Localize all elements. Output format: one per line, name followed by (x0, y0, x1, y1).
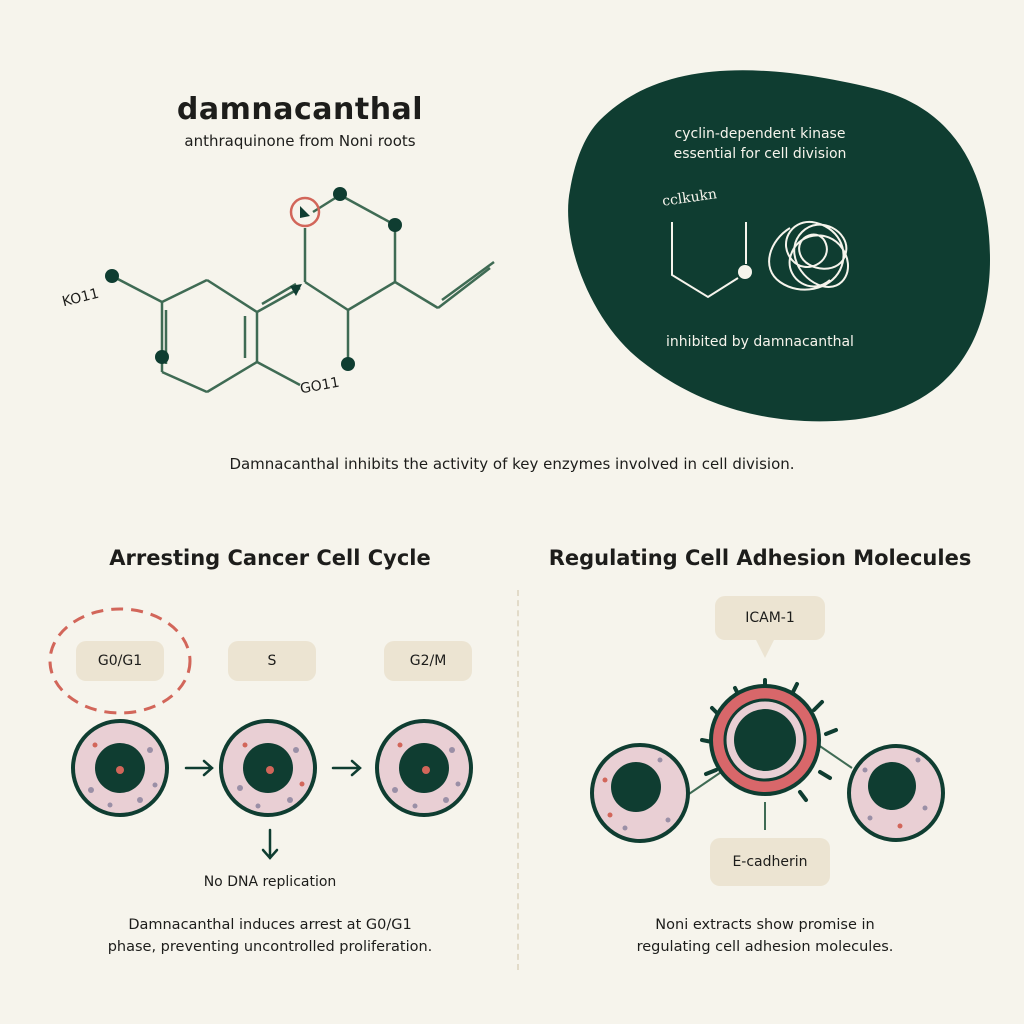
bond (161, 370, 208, 394)
adhesion-title: Regulating Cell Adhesion Molecules (548, 546, 972, 570)
icam-label-pointer (755, 638, 775, 658)
bond (206, 360, 258, 394)
cell-cycle-description-line2: phase, preventing uncontrolled prolifera… (107, 939, 433, 955)
atom (388, 218, 402, 232)
bond (111, 274, 163, 304)
bond (256, 360, 301, 387)
atom (105, 269, 119, 283)
enzyme-caption: Damnacanthal inhibits the activity of ke… (229, 455, 795, 473)
section-divider (517, 590, 519, 970)
arrow-right-icon (184, 759, 214, 777)
highlighted-atom-ring (289, 196, 321, 228)
adhesion-description-line2: regulating cell adhesion molecules. (636, 939, 894, 955)
cycle-cell-2 (219, 719, 317, 817)
cycle-cell-3 (375, 719, 473, 817)
cycle-cell-1 (71, 719, 169, 817)
protein-scribble (768, 220, 849, 291)
phase-g0g1: G0/G1 (76, 641, 164, 681)
arrow-right-icon (331, 759, 362, 777)
bond-arrowhead (290, 284, 302, 296)
icam-1-label: ICAM-1 (715, 596, 825, 640)
atom (333, 187, 347, 201)
e-cadherin-label: E-cadherin (710, 838, 830, 886)
enzyme-name: cyclin-dependent kinase (674, 126, 846, 142)
g0g1-highlight-ring (48, 607, 192, 715)
double-bond (437, 267, 491, 309)
bond (206, 278, 258, 314)
damnacanthal-structure (111, 193, 495, 394)
bond (304, 280, 349, 312)
adhesion-side-cell-right (847, 744, 945, 842)
cell-cycle-title: Arresting Cancer Cell Cycle (109, 546, 431, 570)
phase-g2m: G2/M (384, 641, 472, 681)
phase-s: S (228, 641, 316, 681)
highlighted-atom-marker (300, 206, 310, 218)
adhesion-center-cell (700, 678, 838, 802)
bond (347, 280, 396, 312)
arrow-down-icon (261, 828, 279, 860)
bond (256, 286, 301, 314)
atom (341, 357, 355, 371)
double-bond (261, 282, 297, 306)
enzyme-role: essential for cell division (673, 146, 847, 162)
cell-cycle-description-line1: Damnacanthal induces arrest at G0/G1 (128, 917, 412, 933)
bond (161, 278, 208, 304)
bond (394, 280, 439, 310)
adhesion-description-line1: Noni extracts show promise in (655, 917, 875, 933)
enzyme-binding-site (738, 265, 752, 279)
enzyme-drawing (671, 220, 849, 299)
bond (339, 193, 396, 227)
no-dna-replication-note: No DNA replication (203, 874, 337, 890)
adhesion-side-cell-left (590, 743, 690, 843)
page-subtitle: anthraquinone from Noni roots (184, 132, 416, 150)
double-bond (441, 260, 495, 302)
enzyme-panel-blob (568, 70, 990, 422)
cycle-arrows (184, 759, 362, 860)
page-title: damnacanthal (176, 92, 424, 127)
atom (155, 350, 169, 364)
enzyme-inhibition-note: inhibited by damnacanthal (666, 334, 854, 350)
